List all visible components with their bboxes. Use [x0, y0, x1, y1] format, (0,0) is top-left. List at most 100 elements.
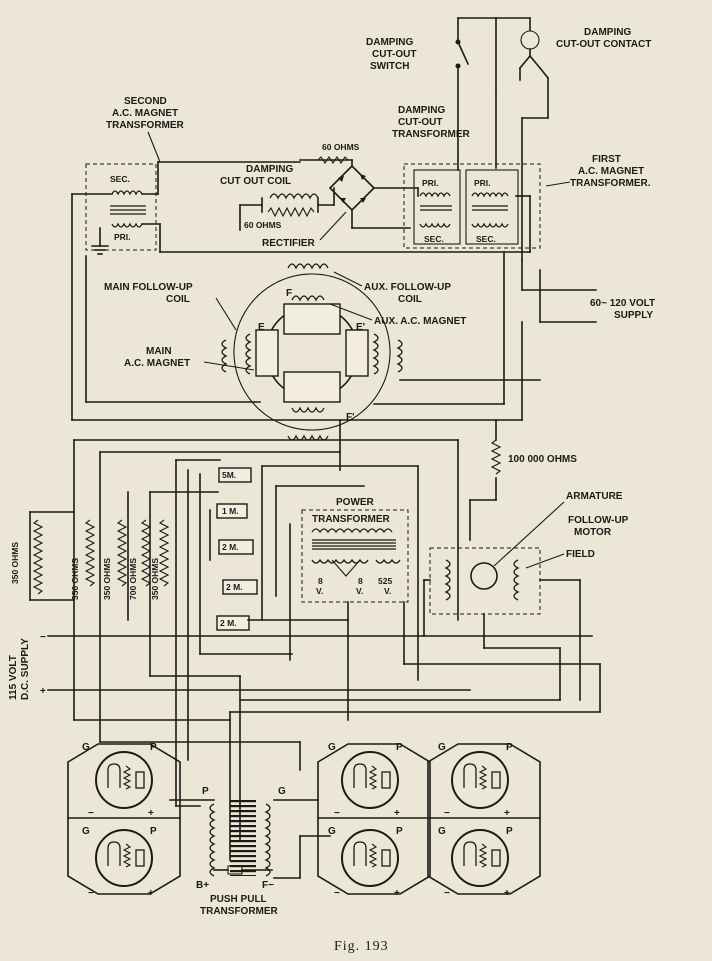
hundred-k-resistor: [490, 439, 502, 475]
filament-plus-label: +: [394, 888, 400, 899]
second-transformer-pri-label: PRI.: [114, 232, 131, 242]
field-coil-right: [513, 559, 520, 601]
plate-terminal-label: P: [506, 826, 513, 837]
condenser-2m-c: 2 M.: [220, 618, 237, 628]
tube-4: [451, 751, 509, 809]
follow-up-motor-label: FOLLOW-UP MOTOR: [568, 515, 631, 538]
damping-transformer-pri-coil: [419, 192, 451, 198]
damping-cutout-coil: [269, 193, 319, 200]
interconnect-wiring: [29, 419, 601, 861]
grid: [478, 765, 488, 790]
sixty-ohm-resistor-b: [317, 156, 349, 164]
field-coil-left: [444, 559, 451, 601]
plate: [135, 771, 145, 789]
dc-plus-label: +: [40, 686, 46, 697]
voltage-525-unit: V.: [384, 586, 391, 596]
first-transformer-pri-label: PRI.: [474, 178, 491, 188]
damping-transformer-pri-label: PRI.: [422, 178, 439, 188]
dc-supply-label: 115 VOLT D.C. SUPPLY: [8, 638, 31, 700]
main-follow-up-coil-left: [221, 339, 228, 373]
plate-terminal-label: P: [506, 742, 513, 753]
first-ac-magnet-transformer-label: FIRST A.C. MAGNET TRANSFORMER.: [570, 154, 651, 189]
field-label: FIELD: [566, 549, 595, 560]
push-pull-transformer-label: PUSH PULL TRANSFORMER: [200, 894, 279, 917]
push-pull-g-label: G: [278, 786, 286, 797]
second-transformer-pri-coil: [111, 222, 143, 228]
first-transformer-pri-coil: [471, 192, 509, 198]
armature: [470, 562, 498, 590]
grid-terminal-label: G: [438, 742, 446, 753]
resistor-350-b: [116, 519, 128, 587]
plate: [491, 771, 501, 789]
voltage-8-b-unit: V.: [356, 586, 363, 596]
plate-terminal-label: P: [396, 742, 403, 753]
filament-plus-label: +: [148, 808, 154, 819]
tube-1: [95, 751, 153, 809]
rectifier-bridge: [328, 164, 376, 212]
second-ac-magnet-transformer-label: SECOND A.C. MAGNET TRANSFORMER: [106, 96, 185, 131]
damping-transformer-sec-coil: [419, 222, 451, 228]
condenser-2m-a: 2 M.: [222, 542, 239, 552]
tube-3: [341, 751, 399, 809]
filament-minus-label: −: [334, 888, 340, 899]
aux-ac-magnet-coil-bottom: [291, 406, 325, 413]
resistor-700: [140, 519, 152, 587]
first-transformer-sec-coil: [471, 222, 509, 228]
filament: [463, 763, 477, 788]
aux-follow-up-coil-top: [287, 263, 329, 270]
plate: [135, 849, 145, 867]
grid-terminal-label: G: [82, 826, 90, 837]
f-minus-label: F−: [262, 880, 274, 891]
sixty-ohms-label-a: 60 OHMS: [244, 220, 282, 230]
resistor-350-a: [84, 519, 96, 587]
second-transformer-sec-coil: [111, 190, 143, 196]
resistor-700-label: 700 OHMS: [128, 558, 138, 600]
plate-terminal-label: P: [150, 742, 157, 753]
power-transformer-525v-winding: [375, 558, 401, 564]
push-pull-secondary-coil: [264, 803, 271, 877]
filament: [353, 763, 367, 788]
filament: [353, 841, 367, 866]
power-transformer-label: POWER TRANSFORMER: [312, 497, 391, 525]
grid: [478, 843, 488, 868]
tube-electrodes-6: G P − +: [438, 826, 513, 899]
tube-group-right: [317, 743, 541, 895]
second-ac-magnet-transformer-box: [85, 163, 157, 251]
power-transformer-box: [301, 509, 409, 603]
plate-terminal-label: P: [396, 826, 403, 837]
pole-f-label: F: [286, 288, 292, 299]
power-transformer-primary: [311, 528, 393, 534]
voltage-525: 525: [378, 576, 392, 586]
plate: [491, 849, 501, 867]
filament: [107, 763, 121, 788]
filament-plus-label: +: [148, 888, 154, 899]
grid-terminal-label: G: [438, 826, 446, 837]
damping-cutout-coil-label: DAMPING CUT OUT COIL: [220, 164, 296, 187]
filament-plus-label: +: [504, 888, 510, 899]
damping-cutout-switch: [455, 17, 497, 161]
tube-group-left: [67, 743, 181, 895]
condenser-1m: 1 M.: [222, 506, 239, 516]
follow-up-motor-box: [429, 547, 541, 615]
pole-f-prime-label: F': [346, 412, 355, 423]
first-transformer-sec-label: SEC.: [476, 234, 496, 244]
filament-minus-label: −: [444, 888, 450, 899]
ac-supply-label: 60~ 120 VOLT SUPPLY: [590, 298, 658, 321]
second-transformer-sec-label: SEC.: [110, 174, 130, 184]
damping-transformer-sec-label: SEC.: [424, 234, 444, 244]
main-ac-magnet-label: MAIN A.C. MAGNET: [124, 346, 190, 369]
grid-terminal-label: G: [328, 826, 336, 837]
resistor-350-a-label: 350 OHMS: [70, 558, 80, 600]
main-ac-magnet-coil-left: [245, 333, 252, 375]
push-pull-p-label: P: [202, 786, 209, 797]
filament-minus-label: −: [334, 808, 340, 819]
grid: [368, 765, 378, 790]
first-ac-magnet-transformer-box: [403, 163, 541, 249]
filament-minus-label: −: [88, 808, 94, 819]
